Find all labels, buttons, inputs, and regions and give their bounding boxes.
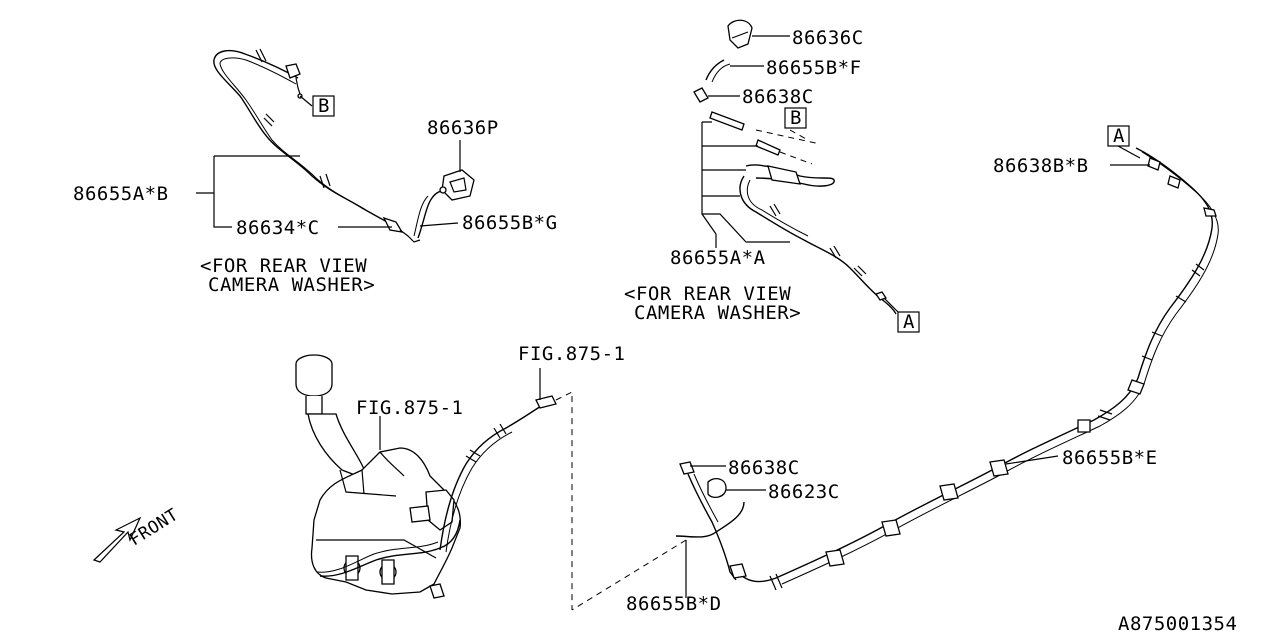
label-fig-875-1-top: FIG.875-1: [518, 343, 625, 365]
top-nozzle-assembly: [693, 19, 897, 315]
front-direction-arrow: FRONT: [92, 505, 182, 563]
ref-box-a-mid: [897, 311, 920, 333]
label-86655BG: 86655B*G: [462, 212, 558, 234]
label-86634C: 86634*C: [236, 217, 320, 239]
ref-a-mid: A: [903, 311, 915, 333]
long-rear-hose: [739, 147, 1219, 591]
label-86655BF: 86655B*F: [766, 57, 862, 79]
arrow-icon: [92, 516, 142, 563]
washer-tank: [295, 354, 557, 599]
label-86655BE: 86655B*E: [1062, 447, 1158, 469]
ref-box-b-left: [312, 95, 335, 117]
note-left-line2: CAMERA WASHER>: [208, 274, 375, 296]
ref-b-left: B: [318, 95, 330, 117]
ref-box-b-right: [784, 107, 807, 129]
note-right-line2: CAMERA WASHER>: [634, 302, 801, 324]
label-86655AB: 86655A*B: [73, 183, 169, 205]
note-left-line1: <FOR REAR VIEW: [200, 255, 367, 277]
label-front: FRONT: [126, 505, 182, 550]
left-camera-washer-hose: [213, 48, 475, 243]
label-86655AA: 86655A*A: [670, 247, 766, 269]
ref-a-right: A: [1113, 125, 1125, 147]
label-86636P: 86636P: [427, 117, 499, 139]
label-86638BB: 86638B*B: [993, 155, 1089, 177]
label-86638C-bottom: 86638C: [728, 457, 800, 479]
lower-hose-parts: [675, 461, 747, 581]
label-86638C-top: 86638C: [742, 86, 814, 108]
note-right-line1: <FOR REAR VIEW: [624, 283, 791, 305]
ref-b-right: B: [790, 107, 802, 129]
label-fig-875-1-tank: FIG.875-1: [356, 397, 463, 419]
diagram-id: A875001354: [1118, 613, 1237, 635]
label-86655BD: 86655B*D: [626, 593, 722, 615]
label-86623C: 86623C: [768, 481, 840, 503]
label-86636C: 86636C: [792, 27, 864, 49]
